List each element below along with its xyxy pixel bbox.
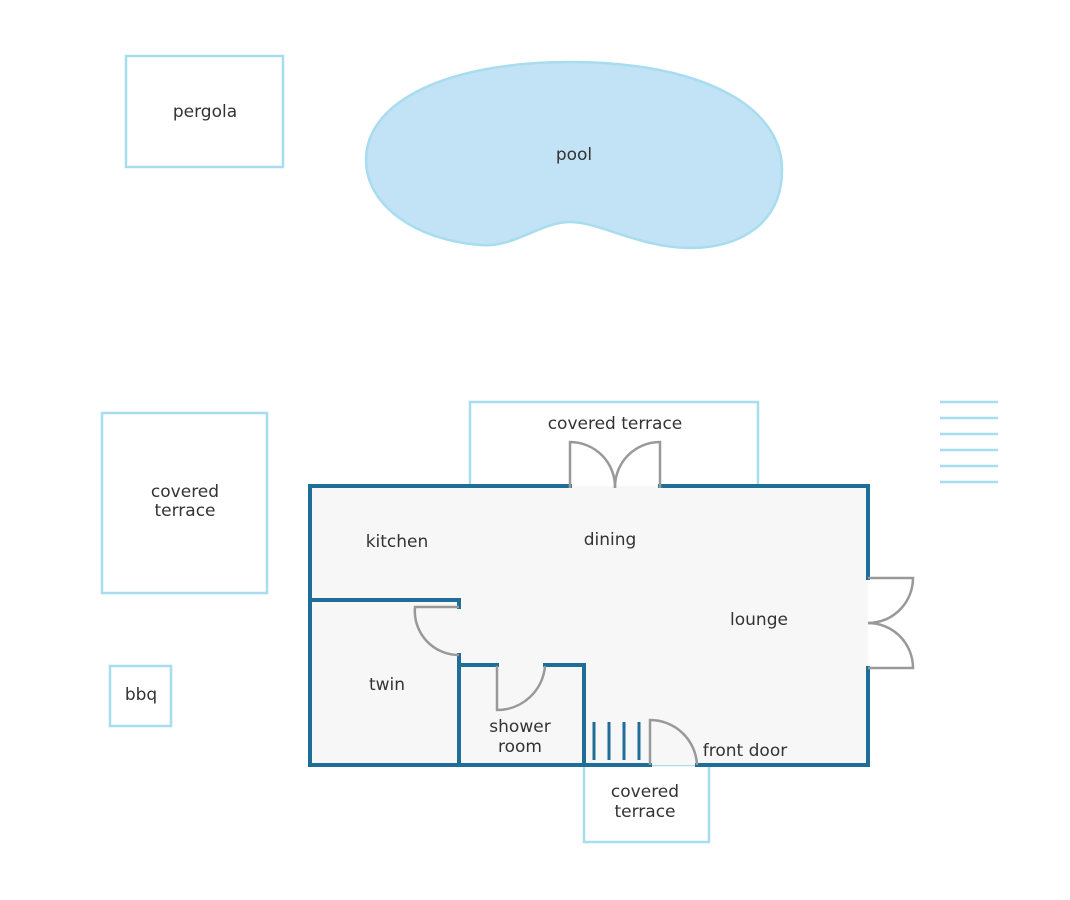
door-top-right: [613, 440, 662, 489]
door-top-left: [568, 440, 617, 489]
covered-terrace-bottom-label-line1: covered: [611, 782, 679, 802]
doors: [413, 440, 915, 766]
door-twin: [413, 605, 460, 657]
shower-room-label-line2: room: [498, 737, 542, 757]
covered-terrace-top-label: covered terrace: [548, 414, 683, 434]
front-door-label: front door: [703, 741, 787, 761]
outdoor-steps: [940, 400, 998, 484]
pergola-outline: [124, 54, 285, 169]
covered-terrace-bottom-label-line2: terrace: [614, 802, 675, 822]
pergola-label: pergola: [173, 102, 237, 122]
interior-steps: [592, 722, 641, 760]
kitchen-label: kitchen: [366, 532, 429, 552]
bbq-outline: [108, 664, 173, 728]
door-shower: [495, 665, 547, 712]
covered-terrace-left-label-line1: covered: [151, 482, 219, 502]
pool-label: pool: [556, 145, 592, 165]
door-right-upper: [867, 576, 915, 625]
bbq-label: bbq: [125, 685, 157, 705]
covered-terrace-left-label-line2: terrace: [154, 501, 215, 521]
shower-room-label-line1: shower: [489, 717, 550, 737]
house-walls: [308, 484, 870, 767]
dining-label: dining: [584, 530, 637, 550]
lounge-label: lounge: [730, 610, 788, 630]
twin-label: twin: [369, 675, 405, 695]
door-right-lower: [867, 621, 915, 670]
house-floor: [310, 486, 868, 765]
pool-shape: [364, 60, 784, 250]
door-front: [648, 718, 699, 766]
covered-terrace-left-outline: [100, 411, 269, 595]
